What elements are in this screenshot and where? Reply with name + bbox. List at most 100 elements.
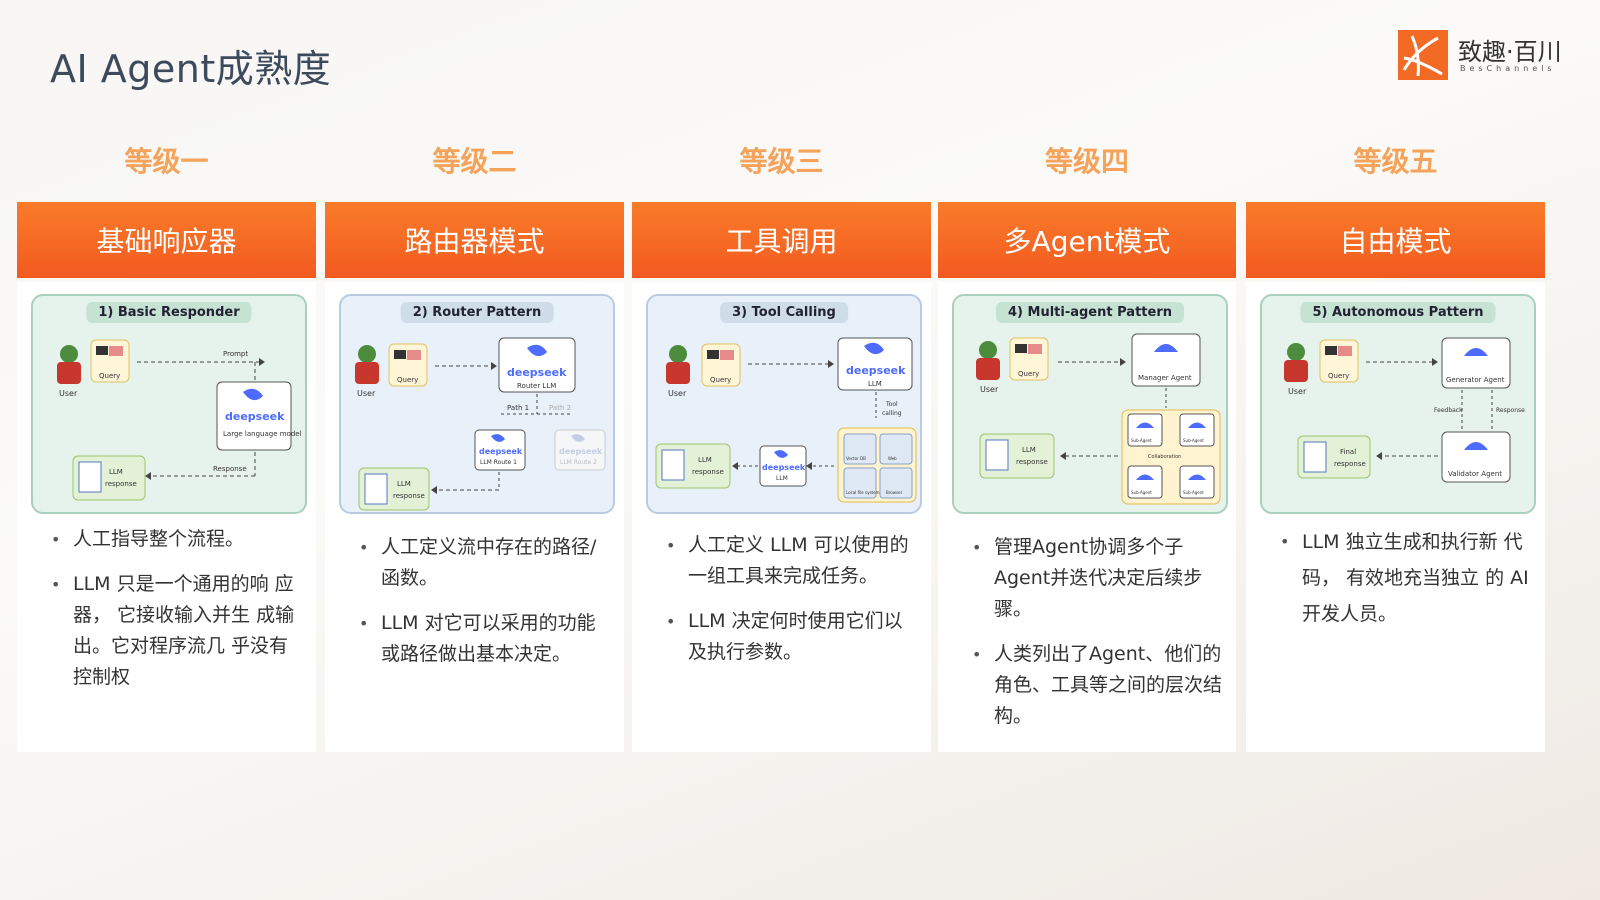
level-header: 路由器模式	[325, 202, 624, 278]
user-icon	[355, 345, 379, 384]
output-label-1: LLM	[1022, 446, 1036, 454]
diagram-graphic: User Query deepseek LLM Tool calling V	[655, 337, 917, 503]
diagram-graphic: User Query Prompt deepseek Large languag…	[57, 339, 302, 501]
cloud-agent-icon	[1464, 442, 1488, 450]
sub-agent-box	[1127, 413, 1163, 447]
slide-title: AI Agent成熟度	[50, 47, 332, 91]
diagram-title: 1) Basic Responder	[86, 302, 252, 323]
brand-logo: 致趣·百川 BesChannels	[1398, 30, 1583, 82]
user-icon	[976, 341, 1000, 380]
query-icon	[1319, 339, 1359, 383]
browser-icon	[879, 467, 913, 499]
user-icon	[666, 345, 690, 384]
document-icon	[661, 449, 685, 481]
query-label: Query	[99, 372, 120, 380]
output-label-1: LLM	[109, 468, 123, 476]
collaboration-label: Collaboration	[1148, 454, 1181, 460]
llm-label: LLM	[868, 380, 882, 388]
sub-agent-label: Sub-Agent	[1183, 490, 1204, 495]
document-icon	[985, 439, 1009, 471]
output-label-2: response	[1016, 458, 1048, 466]
route-2-box	[554, 429, 606, 471]
level-header: 工具调用	[632, 202, 931, 278]
small-brand: deepseek	[762, 463, 806, 472]
bullet-list: 人工定义流中存在的路径/函数。 LLM 对它可以采用的功能或路径做出基本决定。	[359, 532, 610, 684]
user-label: User	[668, 389, 687, 398]
document-icon	[78, 461, 102, 493]
cloud-agent-icon	[1154, 344, 1178, 352]
sub-agent-box	[1179, 465, 1215, 499]
query-icon	[1009, 337, 1049, 381]
tool-2-label: Web	[888, 456, 897, 461]
multi-agent-diagram: 4) Multi-agent Pattern User Query Manage…	[952, 294, 1228, 514]
bullet-item: 管理Agent协调多个子Agent并迭代决定后续步骤。	[972, 532, 1222, 625]
bullet-item: 人工指导整个流程。	[51, 524, 302, 555]
query-icon	[388, 343, 428, 387]
level-card: 3) Tool Calling User Query deepseek	[632, 282, 931, 752]
sub-agent-label: Sub-Agent	[1131, 438, 1152, 443]
generator-box	[1441, 337, 1511, 389]
feedback-label: Feedback	[1434, 407, 1463, 414]
user-icon	[1284, 343, 1308, 382]
tool-calling-diagram: 3) Tool Calling User Query deepseek	[646, 294, 922, 514]
output-label-2: response	[692, 468, 724, 476]
sub-agent-box	[1127, 465, 1163, 499]
manager-box	[1131, 333, 1201, 387]
llm-small-box	[759, 445, 807, 487]
cloud-agent-icon	[1136, 422, 1154, 428]
model-label: Large language model	[223, 430, 302, 438]
document-icon	[364, 473, 388, 505]
small-llm-label: LLM	[776, 475, 788, 482]
diagram-title: 2) Router Pattern	[400, 302, 554, 323]
deepseek-whale-icon	[491, 434, 505, 442]
deepseek-whale-icon	[527, 344, 547, 357]
level-card: 4) Multi-agent Pattern User Query Manage…	[938, 282, 1236, 752]
manager-label: Manager Agent	[1138, 374, 1192, 382]
output-label-2: response	[393, 492, 425, 500]
brand-label: deepseek	[225, 410, 285, 423]
bullet-item: 人类列出了Agent、他们的角色、工具等之间的层次结构。	[972, 639, 1222, 732]
sub-agent-label: Sub-Agent	[1183, 438, 1204, 443]
level-label: 等级四	[1044, 145, 1129, 178]
router-label: Router LLM	[517, 382, 556, 390]
logo-mark-icon	[1398, 30, 1448, 80]
deepseek-whale-icon	[243, 388, 263, 401]
response-label: Response	[213, 465, 247, 473]
logo-subtitle: BesChannels	[1460, 64, 1556, 73]
bullet-list: LLM 独立生成和执行新 代码， 有效地充当独立 的 AI开发人员。	[1280, 524, 1531, 646]
tool-4-label: Browser	[886, 490, 903, 495]
bullet-item: LLM 只是一个通用的响 应器， 它接收输入并生 成输出。它对程序流几 乎没有控…	[51, 569, 302, 693]
deepseek-whale-icon	[571, 434, 585, 442]
output-label-2: response	[105, 480, 137, 488]
prompt-label: Prompt	[223, 350, 248, 358]
tool-3-label: Local file system	[846, 490, 880, 495]
diagram-graphic: User Query deepseek Router LLM Path 1 Pa…	[355, 337, 606, 511]
diagram-title: 5) Autonomous Pattern	[1300, 302, 1496, 323]
cloud-agent-icon	[1464, 348, 1488, 356]
bullet-list: 管理Agent协调多个子Agent并迭代决定后续步骤。 人类列出了Agent、他…	[972, 532, 1222, 746]
router-pattern-diagram: 2) Router Pattern User Query deepseek	[339, 294, 615, 514]
user-label: User	[59, 389, 78, 398]
tool-1-label: Vector DB	[846, 456, 866, 461]
folder-icon	[843, 467, 877, 499]
level-label: 等级一	[124, 145, 209, 178]
bullet-item: LLM 对它可以采用的功能或路径做出基本决定。	[359, 608, 610, 670]
path-2-label: Path 2	[549, 404, 571, 412]
bullet-item: LLM 决定何时使用它们以及执行参数。	[666, 606, 917, 668]
level-card: 5) Autonomous Pattern User Query Generat…	[1246, 282, 1545, 752]
bullet-list: 人工指导整个流程。 LLM 只是一个通用的响 应器， 它接收输入并生 成输出。它…	[51, 524, 302, 707]
output-label-1: Final	[1340, 448, 1356, 456]
brand-label: deepseek	[507, 366, 567, 379]
user-label: User	[357, 389, 376, 398]
query-icon	[90, 339, 130, 383]
sub-agent-box	[1179, 413, 1215, 447]
user-icon	[57, 345, 81, 384]
tool-label-2: calling	[882, 410, 902, 417]
query-label: Query	[397, 376, 418, 384]
level-label: 等级二	[432, 145, 517, 178]
diagram-title: 4) Multi-agent Pattern	[996, 302, 1184, 323]
validator-box	[1441, 431, 1511, 483]
diagram-title: 3) Tool Calling	[720, 302, 848, 323]
level-label: 等级三	[739, 145, 824, 178]
route-2-brand: deepseek	[559, 447, 603, 456]
